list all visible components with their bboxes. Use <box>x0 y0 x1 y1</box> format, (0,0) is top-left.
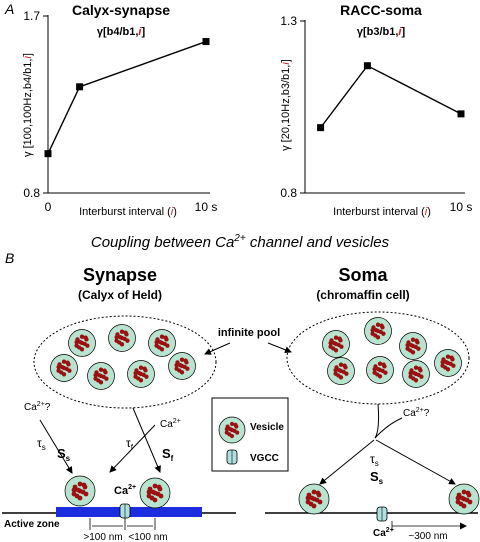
chart-2-series-line <box>320 64 462 129</box>
pool-vesicle <box>68 329 96 357</box>
pool-vesicle <box>322 330 350 358</box>
docked-vesicle-near <box>139 477 171 509</box>
soma-vgcc-channel <box>376 506 388 522</box>
chart-1-title: Calyx-synapse <box>72 2 170 18</box>
pool-vesicle <box>108 324 136 352</box>
pool-vesicle <box>399 332 427 360</box>
chart-1-subtitle: γ[b4/b1,i] <box>97 26 146 38</box>
coupling-title: Coupling between Ca2+ channel and vesicl… <box>91 233 390 251</box>
pool-arrow-right <box>267 342 292 354</box>
pool-arrow-left <box>204 342 231 355</box>
docked-vesicle-left <box>298 483 330 515</box>
chart-1-xtick-label-10: 10 s <box>195 200 218 214</box>
legend-vesicle <box>218 416 246 444</box>
chart-2-point-0 <box>317 124 325 132</box>
soma-title: Soma <box>338 265 388 285</box>
pool-vesicle <box>366 356 394 384</box>
pool-vesicle <box>364 317 392 345</box>
chart-1-ytick-label-top: 1.7 <box>23 9 40 23</box>
active-zone-label: Active zone <box>4 519 60 530</box>
chart-racc-soma: RACC-soma γ[b3/b1,i] 1.3 0.8 10 s Interb… <box>280 2 472 218</box>
pool-vesicle <box>168 352 196 380</box>
soma-s-s: Ss <box>370 469 384 486</box>
pool-vesicle <box>327 357 355 385</box>
chart-2-ytick-label-bottom: 0.8 <box>280 186 297 200</box>
synapse-title: Synapse <box>83 265 157 285</box>
synapse-ca-channel-label: Ca2+ <box>114 484 136 497</box>
dist-far-label: >100 nm <box>83 532 122 542</box>
legend-vgcc-label: VGCC <box>250 453 279 464</box>
soma-ca-channel-label: Ca2+ <box>373 527 394 539</box>
soma-release-arrow-left <box>319 439 375 485</box>
legend-vgcc-icon <box>226 449 238 465</box>
chart-2-point-2 <box>457 110 465 118</box>
chart-2-plot <box>317 62 465 132</box>
chart-2-ytick-label-top: 1.3 <box>280 14 297 28</box>
chart-2-ylabel: γ [20,10Hz,b3/b1,i] <box>280 59 292 151</box>
infinite-pool-label: infinite pool <box>218 327 280 339</box>
pool-vesicle <box>50 354 78 382</box>
synapse-ca-question: Ca2+? <box>24 401 51 413</box>
pool-vesicle <box>434 349 462 377</box>
docked-vesicle-far <box>64 475 96 507</box>
dist-near-label: <100 nm <box>128 532 167 542</box>
chart-2-point-1 <box>363 62 371 70</box>
panel-b-label: B <box>5 250 14 266</box>
chart-1-xlabel: Interburst interval (i) <box>79 206 177 218</box>
soma-dist-label: ~300 nm <box>408 531 447 542</box>
synapse-tau-f: τf <box>126 436 134 452</box>
pool-vesicle <box>127 360 155 388</box>
fast-release-arrow <box>132 407 161 473</box>
soma-ca-question: Ca2+? <box>403 407 430 419</box>
chart-2-title: RACC-soma <box>340 2 422 18</box>
soma-docked-vesicles <box>298 483 480 515</box>
pool-vesicle <box>87 362 115 390</box>
synapse-vgcc-channel <box>119 503 131 519</box>
chart-1-ytick-label-bottom: 0.8 <box>23 186 40 200</box>
legend-vesicle-icon <box>218 416 246 444</box>
docked-vesicle-right <box>448 483 480 515</box>
chart-2-subtitle: γ[b3/b1,i] <box>357 26 406 38</box>
soma-branch <box>374 417 403 439</box>
synapse-pool-vesicles <box>50 324 196 390</box>
soma-vesicle-pool <box>286 311 470 405</box>
pool-vesicle <box>402 360 430 388</box>
chart-1-point-0 <box>44 150 52 158</box>
soma-subtitle: (chromaffin cell) <box>316 288 409 302</box>
fast-release-arrow-left <box>109 424 156 473</box>
chart-calyx-synapse: Calyx-synapse γ[b4/b1,i] 1.7 0.8 0 10 s … <box>22 2 217 218</box>
chart-1-xtick-label-0: 0 <box>45 200 52 214</box>
chart-2-xtick-label-10: 10 s <box>450 200 473 214</box>
soma-pool-vesicles <box>322 317 462 388</box>
chart-2-xlabel: Interburst interval (i) <box>333 206 431 218</box>
chart-1-point-1 <box>76 83 84 91</box>
chart-1-plot <box>44 38 210 158</box>
synapse-tau-s: τs <box>37 436 46 452</box>
chart-1-point-2 <box>202 38 210 46</box>
synapse-ca-right: Ca2+ <box>160 418 181 430</box>
soma-release-arrow-right <box>375 439 456 485</box>
synapse-docked-vesicles <box>64 475 171 509</box>
chart-1-series-line <box>47 40 207 154</box>
legend-vesicle-label: Vesicle <box>250 422 284 433</box>
synapse-s-f: Sf <box>162 446 174 463</box>
pool-vesicle <box>148 329 176 357</box>
panel-a-label: A <box>4 1 14 17</box>
soma-stem <box>374 403 380 439</box>
synapse-s-s: Ss <box>57 446 71 463</box>
synapse-subtitle: (Calyx of Held) <box>78 288 162 302</box>
soma-tau-s: τs <box>370 452 379 468</box>
slow-release-arrow <box>39 419 73 474</box>
chart-1-ylabel: γ [100,100Hz,b4/b1,i] <box>22 53 34 157</box>
synapse-vesicle-pool <box>33 315 217 409</box>
